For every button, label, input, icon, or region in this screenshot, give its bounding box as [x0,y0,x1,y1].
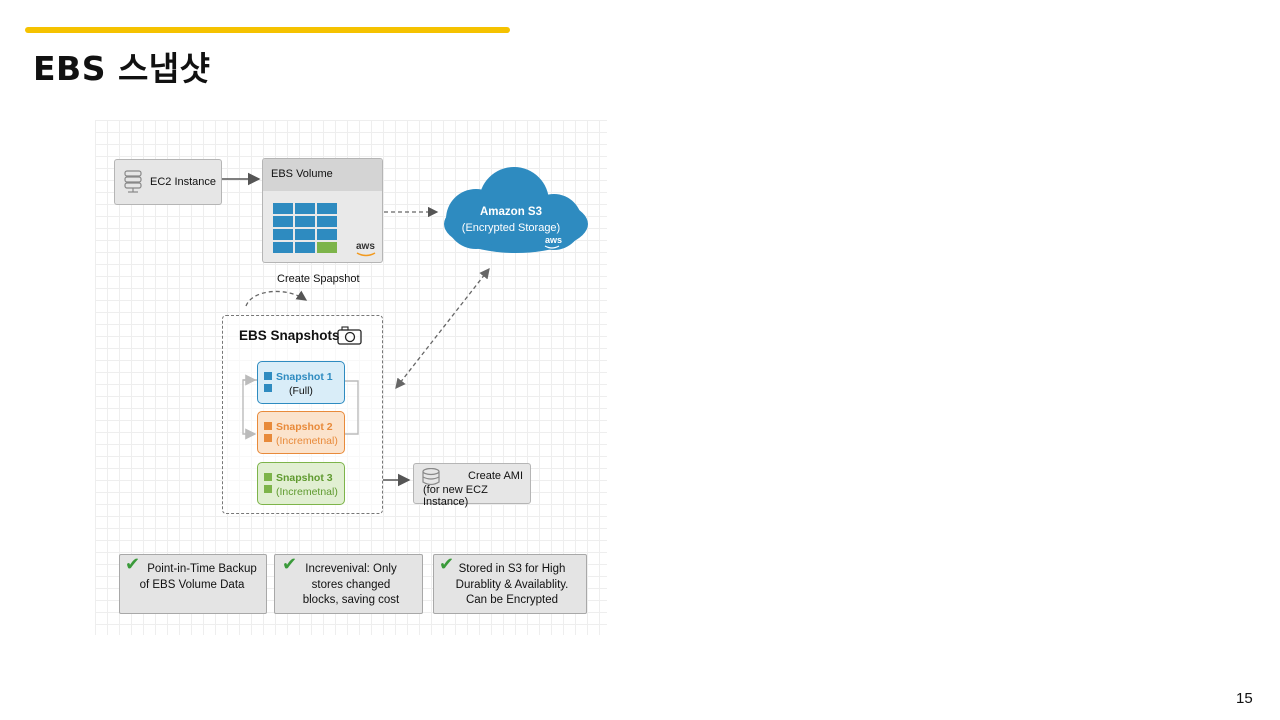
slide-title: EBS 스냅샷 [33,49,211,88]
aws-logo: aws [356,241,375,252]
disk-blocks-icon [273,203,337,253]
feature-1-line-2: of EBS Volume Data [139,578,245,591]
s3-aws-logo: aws [545,235,563,245]
create-ami-box: Create AMI (for new ECZ Instance) [413,463,531,508]
s3-title: Amazon S3 [480,206,542,218]
feature-3-line-2: Durablity & Availablity. [455,578,569,591]
title-accent-bar [25,27,510,33]
feature-1-line-1: Point-in-Time Backup [147,563,257,575]
ec2-instance-box: EC2 Instance [114,159,222,205]
aws-smile-icon [356,252,376,257]
ec2-label: EC2 Instance [150,176,217,188]
snapshot-1-name: Snapshot 1 [276,371,333,383]
snapshot-1-type: (Full) [289,385,313,397]
snapshot-2-blocks-icon [264,422,272,442]
feature-2-line-3: blocks, saving cost [302,594,400,606]
snapshot-3-type: (Incremetnal) [276,486,338,498]
feature-box-2: ✔ Increvenival: Only stores changed bloc… [274,554,423,614]
feature-2-line-2: stores changed [311,578,391,591]
s3-aws-smile-icon [544,245,560,249]
s3-subtitle: (Encrypted Storage) [461,222,561,234]
ebs-volume-box: EBS Volume aws [262,158,383,263]
arrow-snapshots-s3 [395,267,490,390]
checkmark-icon: ✔ [282,554,298,575]
snapshot-3-card: Snapshot 3 (Incremetnal) [257,462,345,505]
snapshot-3-name: Snapshot 3 [276,472,333,484]
ebs-volume-label: EBS Volume [271,168,333,180]
snapshot-1-blocks-icon [264,372,272,392]
snapshot-3-blocks-icon [264,473,272,493]
feature-box-1: ✔ Point-in-Time Backup of EBS Volume Dat… [119,554,267,614]
camera-icon [337,326,362,345]
snapshot-2-name: Snapshot 2 [276,421,333,433]
checkmark-icon: ✔ [439,554,455,575]
snapshot-2-type: (Incremetnal) [276,435,338,447]
feature-3-line-1: Stored in S3 for High [458,563,566,575]
ami-line1: Create AMI [468,470,524,482]
page-number: 15 [1236,690,1253,707]
database-icon [422,468,440,486]
create-snapshot-label: Create Spapshot [277,273,360,285]
ami-line2: (for new ECZ Instance) [423,484,488,508]
snapshots-title: EBS Snapshots [239,328,340,343]
ebs-volume-header [263,159,382,191]
snapshot-1-card: Snapshot 1 (Full) [257,361,345,404]
s3-cloud-shape [444,167,588,253]
snapshot-2-card: Snapshot 2 (Incremetnal) [257,411,345,454]
server-icon [124,170,142,193]
checkmark-icon: ✔ [125,554,141,575]
feature-2-line-1: Increvenival: Only [305,563,397,575]
arrow-create-snapshot [245,290,308,307]
feature-3-line-3: Can be Encrypted [465,594,559,606]
feature-box-3: ✔ Stored in S3 for High Durablity & Avai… [433,554,587,614]
